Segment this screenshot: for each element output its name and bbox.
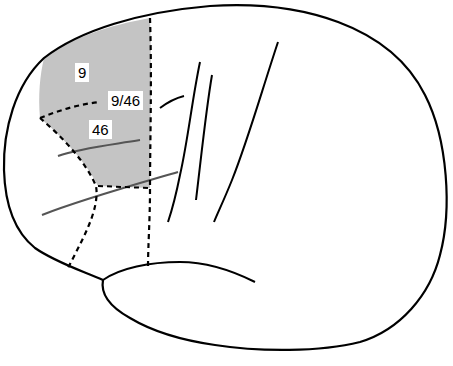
area-boundary xyxy=(98,186,150,188)
brain-outline xyxy=(4,5,447,350)
frontal-sulcus xyxy=(160,96,184,108)
precentral-sulcus xyxy=(196,75,212,200)
sylvian-border xyxy=(103,262,255,282)
frontal-sulcus xyxy=(42,172,178,215)
area-number: 9 xyxy=(75,63,89,82)
area-boundary xyxy=(148,18,151,268)
central-sulcus xyxy=(214,42,278,222)
shaded-area xyxy=(39,18,151,188)
area-boundary xyxy=(40,118,97,268)
precentral-sulcus xyxy=(168,62,200,222)
area-number: 46 xyxy=(89,120,112,139)
area-number: 9/46 xyxy=(108,91,143,110)
frontal-sulcus xyxy=(58,140,140,156)
area-boundary xyxy=(40,102,100,118)
